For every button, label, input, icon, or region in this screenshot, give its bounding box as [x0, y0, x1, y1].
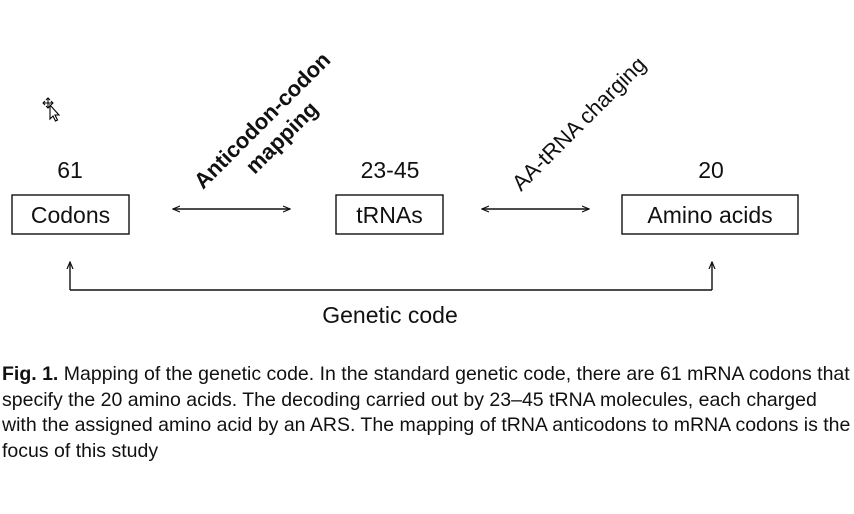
caption-text: Mapping of the genetic code. In the stan… [2, 363, 851, 462]
codons-count: 61 [57, 157, 83, 183]
genetic-code-label: Genetic code [322, 302, 458, 328]
mouse-pointer-move-icon [42, 97, 61, 122]
trnas-node: tRNAs [335, 194, 444, 235]
codons-box [11, 194, 130, 235]
genetic-code-diagram: 61 23-45 20 Codons tRNAs Amino acids Ant… [11, 47, 799, 328]
codons-node: Codons [11, 194, 130, 235]
amino-acids-box [621, 194, 799, 235]
caption-figure-label: Fig. 1. [2, 363, 59, 385]
trnas-box [335, 194, 444, 235]
trnas-label: tRNAs [356, 202, 422, 228]
codons-label: Codons [31, 202, 110, 228]
amino-acids-label: Amino acids [647, 202, 772, 228]
amino-acids-node: Amino acids [621, 194, 799, 235]
figure-caption: Fig. 1. Mapping of the genetic code. In … [2, 362, 852, 464]
amino-acids-count: 20 [698, 157, 724, 183]
trnas-count: 23-45 [361, 157, 420, 183]
aa-trna-charging-label: AA-tRNA charging [507, 52, 651, 196]
genetic-code-bracket [70, 262, 712, 291]
